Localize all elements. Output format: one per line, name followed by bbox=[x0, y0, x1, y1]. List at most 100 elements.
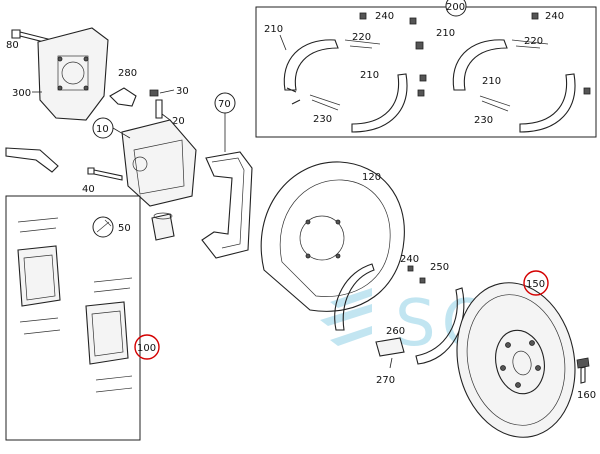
label-220-a: 220 bbox=[352, 32, 371, 43]
disc-lug-hole-3 bbox=[535, 365, 541, 371]
disc-lug-hole-1 bbox=[505, 342, 511, 348]
disc-lug-hole-2 bbox=[529, 340, 535, 346]
brake-shoe-upper-left bbox=[283, 39, 339, 91]
label-210-a: 210 bbox=[264, 24, 283, 35]
disc-screw-160: 160 bbox=[576, 357, 596, 401]
shoe-kit-frame bbox=[255, 6, 597, 138]
brake-line-clip bbox=[5, 147, 59, 173]
shield-hole-3 bbox=[305, 253, 311, 259]
knuckle-flange bbox=[57, 55, 89, 91]
disc-center-bore bbox=[512, 350, 532, 376]
label-260: 260 bbox=[386, 326, 405, 337]
caliper-carrier-70 bbox=[201, 151, 253, 259]
label-210-b: 210 bbox=[360, 70, 379, 81]
callout-circle-200 bbox=[445, 0, 467, 17]
label-80: 80 bbox=[6, 40, 19, 51]
label-210-c: 210 bbox=[436, 28, 455, 39]
label-270: 270 bbox=[376, 375, 395, 386]
label-240-c: 240 bbox=[400, 254, 419, 265]
nut-right bbox=[583, 87, 591, 95]
spring-220-right bbox=[511, 39, 549, 49]
label-10: 10 bbox=[96, 124, 109, 135]
knuckle-hole-1 bbox=[57, 56, 63, 62]
brake-pad-outer bbox=[85, 301, 129, 365]
pin-240-left bbox=[359, 12, 367, 20]
bleed-screw-20 bbox=[155, 99, 163, 119]
label-30: 30 bbox=[176, 86, 189, 97]
brake-shoe-upper-right bbox=[452, 39, 508, 91]
nut-left-d bbox=[417, 89, 425, 97]
label-240-a: 240 bbox=[375, 11, 394, 22]
bushing-top bbox=[153, 212, 173, 220]
dust-shield-inner bbox=[279, 179, 391, 297]
label-200: 200 bbox=[446, 2, 465, 13]
brake-shoe-lower-left bbox=[351, 73, 408, 133]
label-300: 300 bbox=[12, 88, 31, 99]
pad-shims bbox=[17, 217, 133, 393]
screw-shank bbox=[580, 366, 586, 384]
wrench-shape bbox=[96, 219, 112, 233]
brake-shoe-lower-right bbox=[519, 73, 576, 133]
dust-shield-outline bbox=[260, 161, 405, 312]
highlight-circle-100 bbox=[134, 334, 160, 360]
label-160: 160 bbox=[577, 390, 596, 401]
pin-240-right bbox=[531, 12, 539, 20]
spring-230-right bbox=[479, 95, 511, 112]
knuckle-hole-3 bbox=[57, 85, 63, 91]
nut-left-a bbox=[409, 17, 417, 25]
label-120: 120 bbox=[362, 172, 381, 183]
bleed-cap-30 bbox=[149, 89, 159, 97]
pad-box-frame bbox=[5, 195, 141, 441]
brake-pad-box: 100 bbox=[5, 195, 160, 441]
shoe-hook-left bbox=[286, 87, 301, 105]
screw-head bbox=[576, 357, 590, 369]
dust-shield-120: 120 bbox=[260, 161, 405, 312]
label-70: 70 bbox=[218, 99, 231, 110]
label-220-b: 220 bbox=[524, 36, 543, 47]
leader-270 bbox=[389, 357, 393, 369]
disc-outer bbox=[456, 282, 576, 438]
label-280: 280 bbox=[118, 68, 137, 79]
label-250: 250 bbox=[430, 262, 449, 273]
label-150: 150 bbox=[526, 279, 545, 290]
parking-shoe-left bbox=[334, 263, 375, 331]
label-50: 50 bbox=[118, 223, 131, 234]
adjuster-260 bbox=[375, 337, 405, 357]
leader-10 bbox=[112, 127, 131, 139]
shield-hole-2 bbox=[335, 219, 341, 225]
nut-left-b bbox=[415, 41, 424, 50]
carrier-inner-edge bbox=[211, 157, 245, 249]
caliper-body-10 bbox=[121, 119, 197, 207]
label-230-b: 230 bbox=[474, 115, 493, 126]
leader-20 bbox=[161, 113, 171, 121]
dust-shield-hub bbox=[299, 215, 345, 261]
disc-hat bbox=[495, 329, 545, 395]
leader-210-a bbox=[279, 34, 287, 51]
pin-240-mid bbox=[407, 265, 414, 272]
bracket-280 bbox=[109, 87, 137, 107]
label-240-b: 240 bbox=[545, 11, 564, 22]
shield-hole-4 bbox=[335, 253, 341, 259]
shoe-kit-box: 200 210 240 220 210 230 240 210 220 210 … bbox=[255, 0, 597, 138]
leader-30 bbox=[159, 89, 175, 94]
brake-pad-inner bbox=[17, 245, 61, 307]
label-40: 40 bbox=[82, 184, 95, 195]
label-230-a: 230 bbox=[313, 114, 332, 125]
knuckle-hole-4 bbox=[83, 85, 89, 91]
caliper-window bbox=[133, 139, 185, 195]
disc-friction-ring bbox=[466, 294, 566, 426]
guide-bushing bbox=[151, 213, 175, 241]
label-100: 100 bbox=[137, 343, 156, 354]
caliper-piston bbox=[132, 156, 148, 172]
knuckle-hole-2 bbox=[83, 56, 89, 62]
retainer-250 bbox=[419, 277, 426, 284]
label-20: 20 bbox=[172, 116, 185, 127]
label-210-d: 210 bbox=[482, 76, 501, 87]
highlight-circle-150 bbox=[523, 270, 549, 296]
disc-lug-hole-4 bbox=[515, 382, 521, 388]
steering-knuckle-300 bbox=[37, 27, 109, 121]
pad-friction-outer bbox=[91, 310, 124, 357]
brake-disc-150: 150 bbox=[456, 270, 576, 438]
